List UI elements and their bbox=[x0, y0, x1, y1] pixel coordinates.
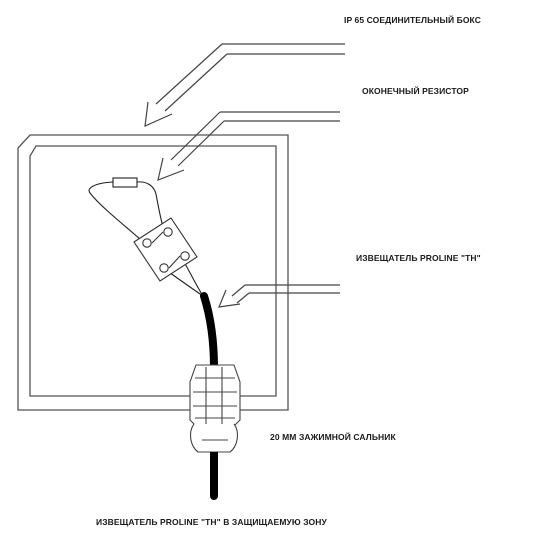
terminal-block bbox=[133, 217, 198, 282]
resistor-pointer-arrow bbox=[157, 111, 340, 181]
end-resistor-label: ОКОНЕЧНЫЙ РЕЗИСТОР bbox=[362, 86, 469, 96]
protected-zone-label: ИЗВЕЩАТЕЛЬ PROLINE "TH" В ЗАЩИЩАЕМУЮ ЗОН… bbox=[96, 517, 327, 527]
detector-label: ИЗВЕЩАТЕЛЬ PROLINE "TH" bbox=[356, 253, 481, 263]
detector-pointer-arrow bbox=[218, 284, 340, 308]
junction-box-outer bbox=[17, 134, 289, 411]
junction-box-inner bbox=[29, 145, 277, 397]
junction-box-label: IP 65 СОЕДИНИТЕЛЬНЫЙ БОКС bbox=[344, 15, 481, 25]
end-resistor bbox=[112, 177, 138, 188]
cable-gland bbox=[189, 364, 241, 453]
box-pointer-arrow bbox=[144, 43, 345, 127]
cable-gland-label: 20 ММ ЗАЖИМНОЙ САЛЬНИК bbox=[270, 432, 396, 442]
